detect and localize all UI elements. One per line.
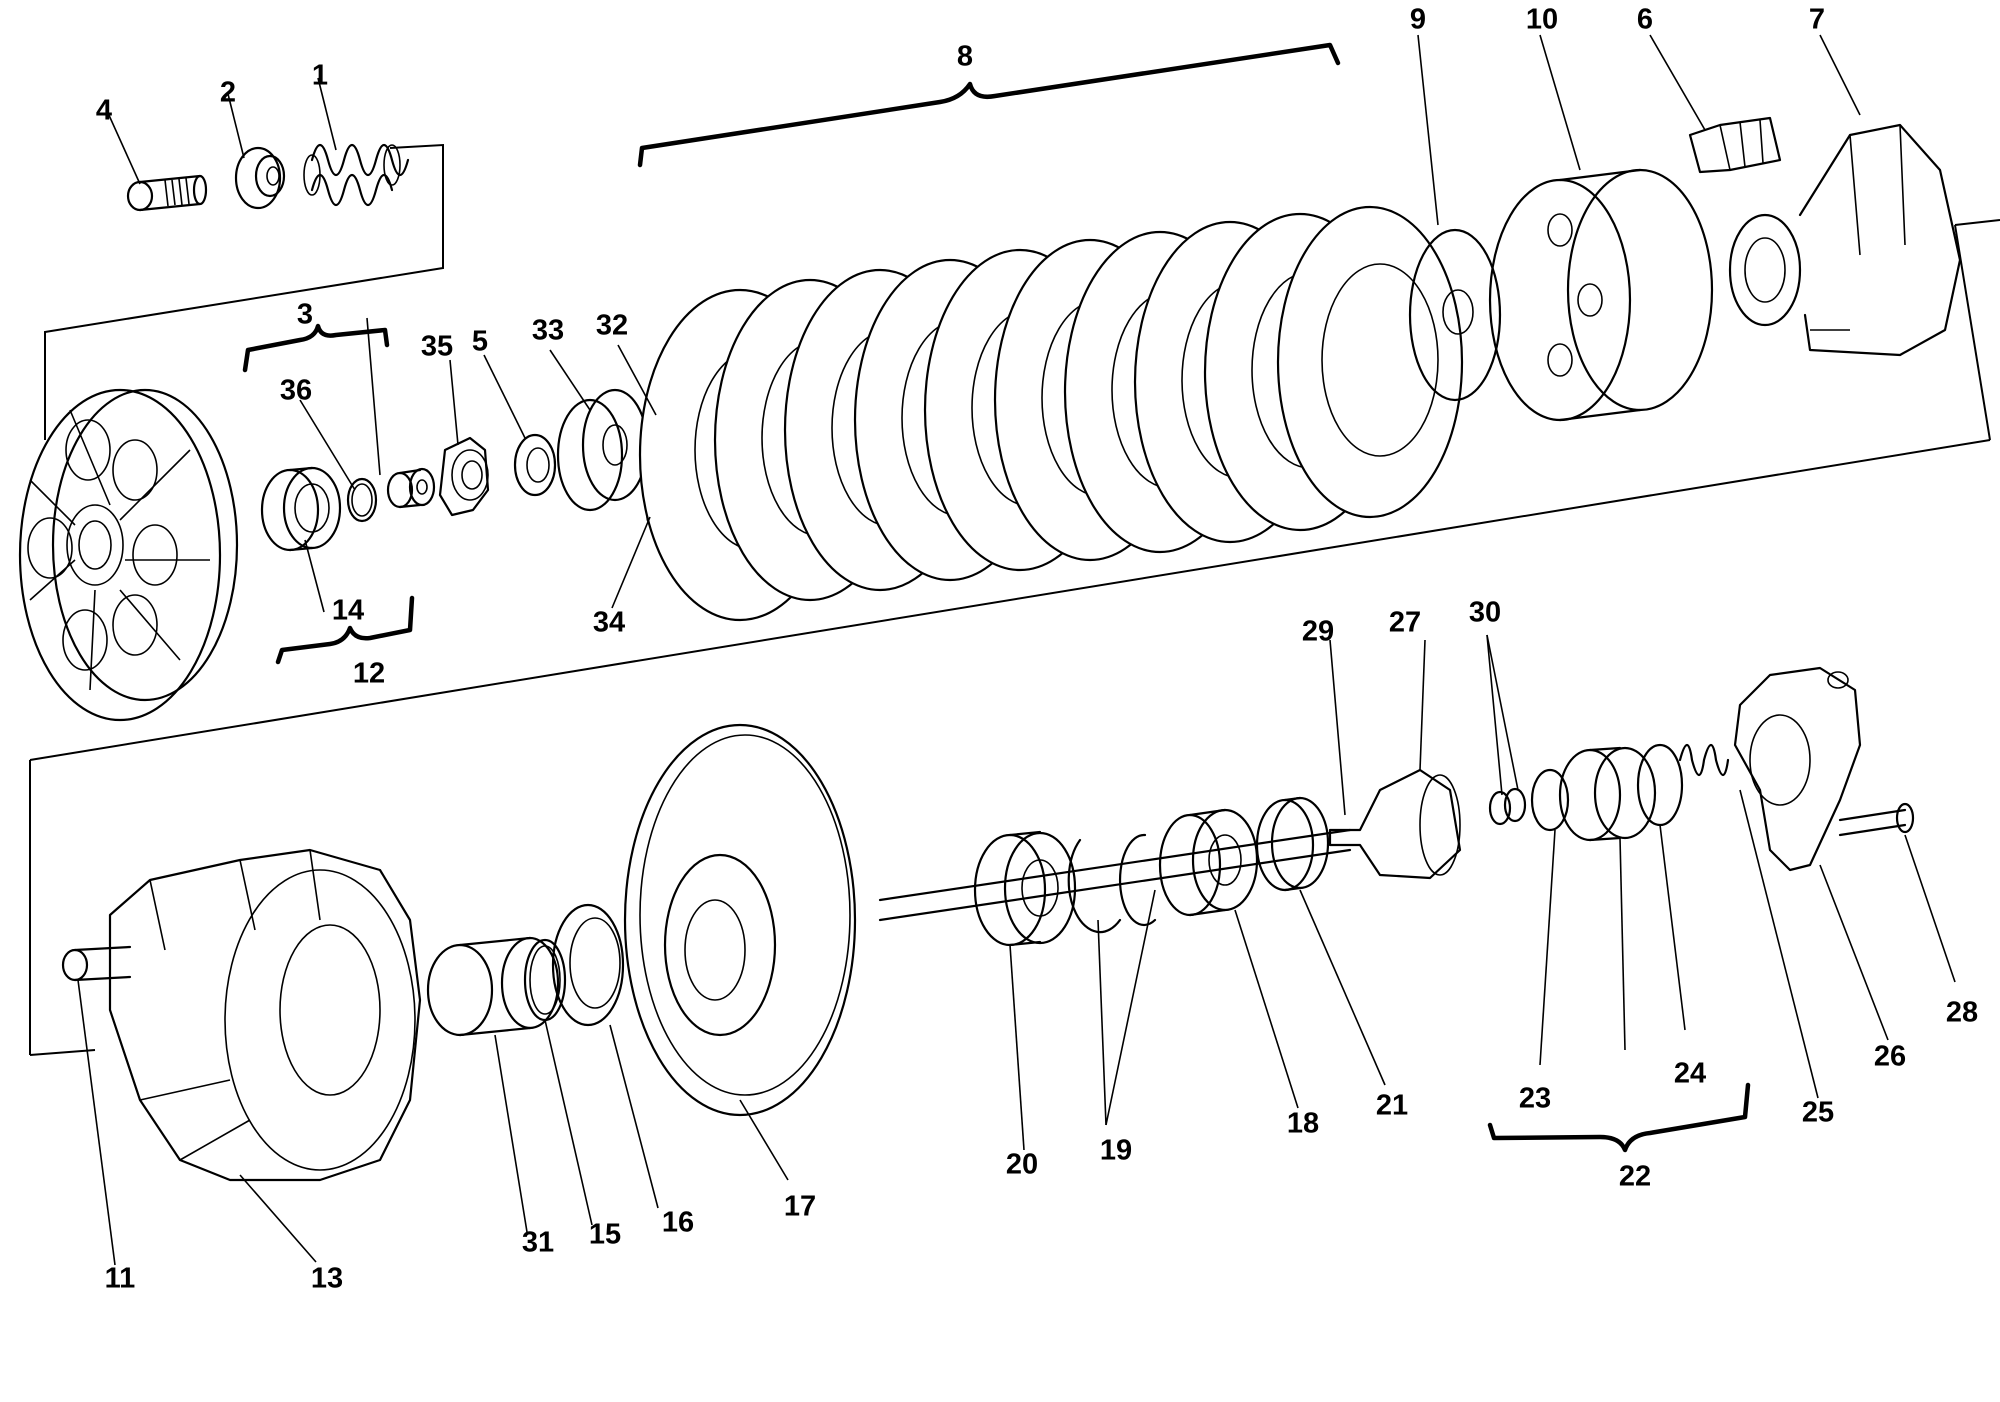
callout-18: 18 xyxy=(1287,1108,1319,1140)
spacer-part-33 xyxy=(556,388,649,512)
callout-5: 5 xyxy=(472,326,488,358)
callout-26: 26 xyxy=(1874,1041,1906,1073)
callout-34: 34 xyxy=(593,607,625,639)
bushing-part-31 xyxy=(426,936,560,1037)
callout-14: 14 xyxy=(332,595,364,627)
clutch-housing-part-7 xyxy=(1728,123,1962,357)
callout-4: 4 xyxy=(96,95,112,127)
callout-31: 31 xyxy=(522,1227,554,1259)
bearing-part-18 xyxy=(1158,808,1259,917)
primary-gear-part-17 xyxy=(623,723,857,1117)
callout-9: 9 xyxy=(1410,4,1426,36)
callout-23: 23 xyxy=(1519,1083,1551,1115)
spring-plate-part-9 xyxy=(1408,228,1502,402)
pressure-plate-part-12 xyxy=(18,388,239,722)
callout-21: 21 xyxy=(1376,1090,1408,1122)
brace-group-3 xyxy=(242,323,390,373)
callout-24: 24 xyxy=(1674,1058,1706,1090)
callout-33: 33 xyxy=(532,315,564,347)
push-piece-part-3 xyxy=(386,467,436,509)
callout-3: 3 xyxy=(297,299,313,331)
callout-35: 35 xyxy=(421,331,453,363)
callout-labels: 1 2 3 4 5 6 7 8 9 10 11 12 13 14 15 16 1… xyxy=(96,4,1978,1295)
slave-kit-part-22 xyxy=(1530,743,1730,842)
spring-cup-part-2 xyxy=(234,146,286,210)
callout-12: 12 xyxy=(353,658,385,690)
washer-part-5 xyxy=(513,433,557,497)
brace-group-22 xyxy=(1487,1082,1751,1153)
callout-6: 6 xyxy=(1637,4,1653,36)
clutch-disc-pack-part-8 xyxy=(638,205,1464,622)
callout-19: 19 xyxy=(1100,1135,1132,1167)
callout-8: 8 xyxy=(957,41,973,73)
seal-part-30 xyxy=(1488,787,1527,826)
callout-28: 28 xyxy=(1946,997,1978,1029)
bolt-part-11 xyxy=(61,945,132,982)
callout-29: 29 xyxy=(1302,616,1334,648)
bearing-part-20 xyxy=(973,830,1077,947)
brace-group-8 xyxy=(637,42,1341,168)
callout-2: 2 xyxy=(220,77,236,109)
brace-group-12 xyxy=(275,595,415,665)
callout-13: 13 xyxy=(311,1263,343,1295)
leader-lines xyxy=(77,34,1956,1266)
nut-part-35 xyxy=(438,436,490,517)
bearing-part-21 xyxy=(1255,796,1330,892)
callout-32: 32 xyxy=(596,310,628,342)
clutch-hub-part-10 xyxy=(1488,168,1714,422)
bearing-part-14 xyxy=(260,466,342,552)
thrust-ring-part-16 xyxy=(551,903,625,1027)
callout-25: 25 xyxy=(1802,1097,1834,1129)
callout-15: 15 xyxy=(589,1219,621,1251)
rubber-block-part-6 xyxy=(1688,116,1782,174)
callout-30: 30 xyxy=(1469,597,1501,629)
callout-20: 20 xyxy=(1006,1149,1038,1181)
callout-7: 7 xyxy=(1809,4,1825,36)
o-ring-part-36 xyxy=(346,477,378,523)
bolt-part-28 xyxy=(1838,802,1915,837)
clutch-spring-part-1 xyxy=(303,143,410,207)
callout-10: 10 xyxy=(1526,4,1558,36)
piston-part-27 xyxy=(1328,768,1462,880)
slave-housing-part-26 xyxy=(1733,666,1862,872)
circlip-part-19 xyxy=(1067,833,1157,934)
callout-36: 36 xyxy=(280,375,312,407)
clutch-basket-part-13 xyxy=(108,848,422,1182)
callout-11: 11 xyxy=(105,1263,136,1295)
callout-1: 1 xyxy=(312,60,328,92)
callout-16: 16 xyxy=(662,1207,694,1239)
callout-22: 22 xyxy=(1619,1161,1651,1193)
callout-27: 27 xyxy=(1389,607,1421,639)
bolt-part-4 xyxy=(126,174,208,212)
callout-17: 17 xyxy=(784,1191,816,1223)
